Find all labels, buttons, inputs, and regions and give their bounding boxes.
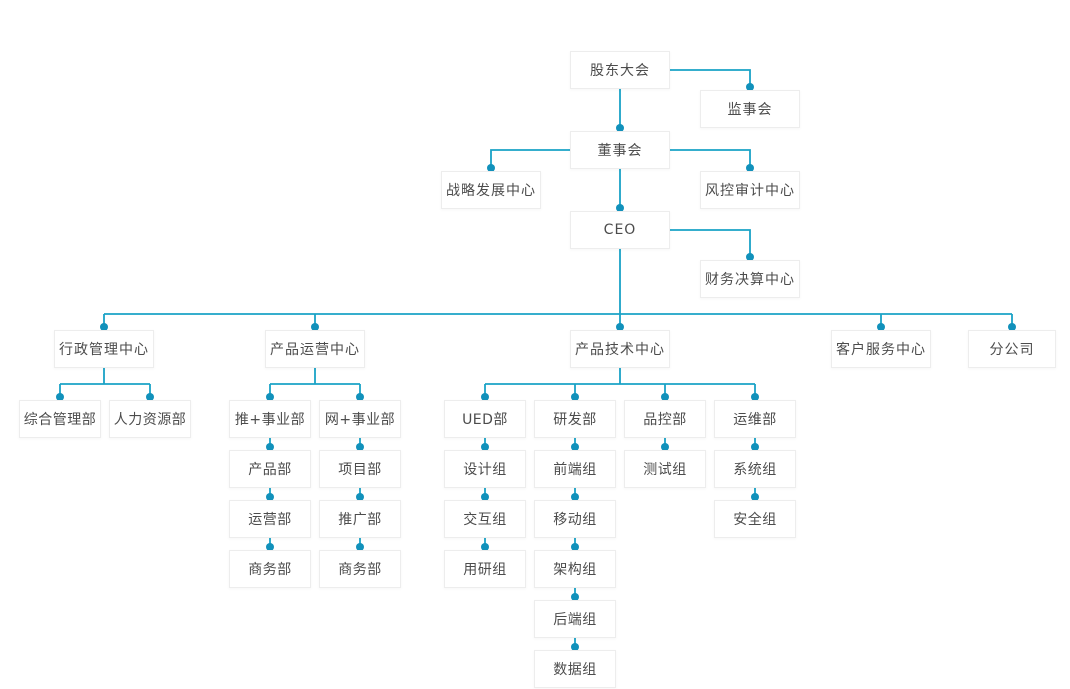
node-data-group: 数据组 — [534, 650, 616, 688]
node-user-research-group: 用研组 — [444, 550, 526, 588]
node-admin-management-center: 行政管理中心 — [54, 330, 154, 368]
node-project-dept: 项目部 — [319, 450, 401, 488]
node-mobile-group: 移动组 — [534, 500, 616, 538]
node-operations-dept: 运营部 — [229, 500, 311, 538]
node-wang-business-division: 网+事业部 — [319, 400, 401, 438]
node-product-technology-center: 产品技术中心 — [570, 330, 670, 368]
node-tui-business-division: 推+事业部 — [229, 400, 311, 438]
node-product-operations-center: 产品运营中心 — [265, 330, 365, 368]
node-design-group: 设计组 — [444, 450, 526, 488]
node-quality-control-dept: 品控部 — [624, 400, 706, 438]
node-general-management-dept: 综合管理部 — [19, 400, 101, 438]
node-supervisory-board: 监事会 — [700, 90, 800, 128]
node-shareholders-meeting: 股东大会 — [570, 51, 670, 89]
node-architecture-group: 架构组 — [534, 550, 616, 588]
node-frontend-group: 前端组 — [534, 450, 616, 488]
node-board-of-directors: 董事会 — [570, 131, 670, 169]
node-backend-group: 后端组 — [534, 600, 616, 638]
node-risk-audit-center: 风控审计中心 — [700, 171, 800, 209]
node-customer-service-center: 客户服务中心 — [831, 330, 931, 368]
node-human-resources-dept: 人力资源部 — [109, 400, 191, 438]
node-ued-dept: UED部 — [444, 400, 526, 438]
node-operations-maintenance-dept: 运维部 — [714, 400, 796, 438]
node-ceo: CEO — [570, 211, 670, 249]
node-financial-settlement-center: 财务决算中心 — [700, 260, 800, 298]
node-system-group: 系统组 — [714, 450, 796, 488]
node-security-group: 安全组 — [714, 500, 796, 538]
node-branch-company: 分公司 — [968, 330, 1056, 368]
node-promotion-dept: 推广部 — [319, 500, 401, 538]
node-business-dept-2: 商务部 — [319, 550, 401, 588]
node-business-dept-1: 商务部 — [229, 550, 311, 588]
node-product-dept: 产品部 — [229, 450, 311, 488]
node-testing-group: 测试组 — [624, 450, 706, 488]
node-strategy-development-center: 战略发展中心 — [441, 171, 541, 209]
node-interaction-group: 交互组 — [444, 500, 526, 538]
node-rd-dept: 研发部 — [534, 400, 616, 438]
